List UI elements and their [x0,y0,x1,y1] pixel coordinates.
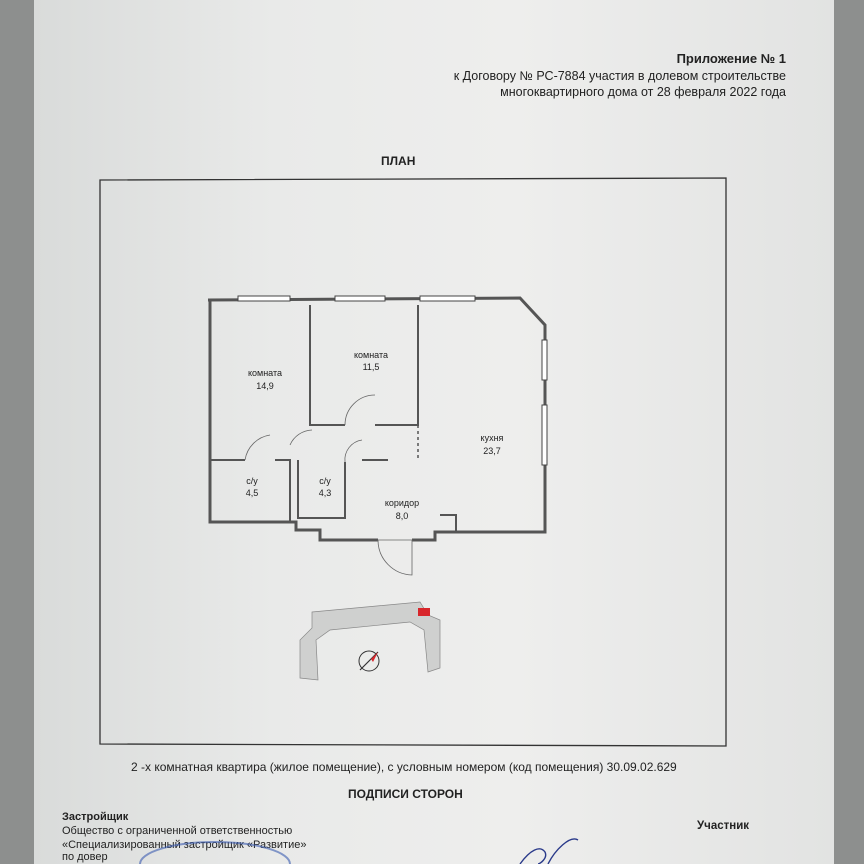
corridor-area: 8,0 [396,511,409,521]
document-page [34,0,834,864]
kitchen-area: 23,7 [483,446,501,456]
room-1-area: 14,9 [256,381,274,391]
apartment-walls [207,296,547,542]
windows [237,295,548,466]
appendix-title: Приложение № 1 [676,51,786,66]
room-2-area: 11,5 [363,362,380,372]
site-plan [299,601,441,681]
corridor-name: коридор [385,498,419,508]
bathroom-2-name: с/у [319,476,331,486]
developer-label: Застройщик [62,811,129,823]
bathroom-2-area: 4,3 [319,488,332,498]
participant-label: Участник [697,820,750,832]
signatures-title: ПОДПИСИ СТОРОН [348,787,463,801]
apartment-location-marker [418,608,430,616]
contract-line-1: к Договору № РС-7884 участия в долевом с… [453,69,786,83]
kitchen-name: кухня [481,433,504,443]
developer-line-3: по довер [62,851,108,863]
contract-line-2: многоквартирного дома от 28 февраля 2022… [500,85,786,99]
developer-line-1: Общество с ограниченной ответственностью [62,825,293,837]
company-seal [139,841,291,864]
bathroom-1-area: 4,5 [246,488,259,498]
compass-icon [358,650,380,672]
apartment-description: 2 -х комнатная квартира (жилое помещение… [131,760,677,774]
room-2-name: комната [354,350,388,360]
door-arcs [244,394,413,576]
room-1-name: комната [248,368,282,378]
plan-frame [99,177,727,747]
plan-title: ПЛАН [381,154,416,168]
developer-line-2: «Специализированный застройщик «Развитие… [62,839,307,851]
bathroom-1-name: с/у [246,476,258,486]
